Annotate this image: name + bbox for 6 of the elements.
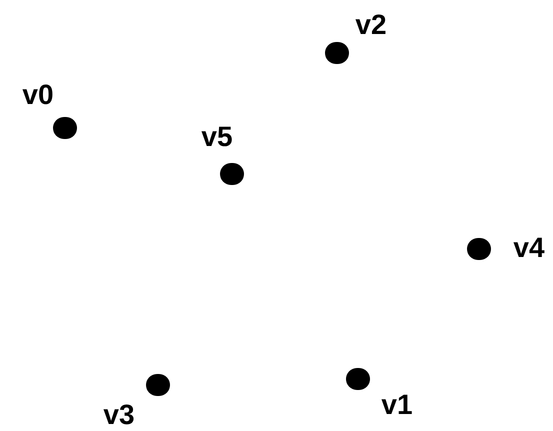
vertex-label: v5 <box>201 123 233 151</box>
vertex-label: v2 <box>355 11 387 39</box>
vertex-label: v1 <box>381 391 413 419</box>
vertex-label: v3 <box>103 401 135 429</box>
vertex-label: v4 <box>513 234 545 262</box>
vertex-label: v0 <box>22 81 54 109</box>
